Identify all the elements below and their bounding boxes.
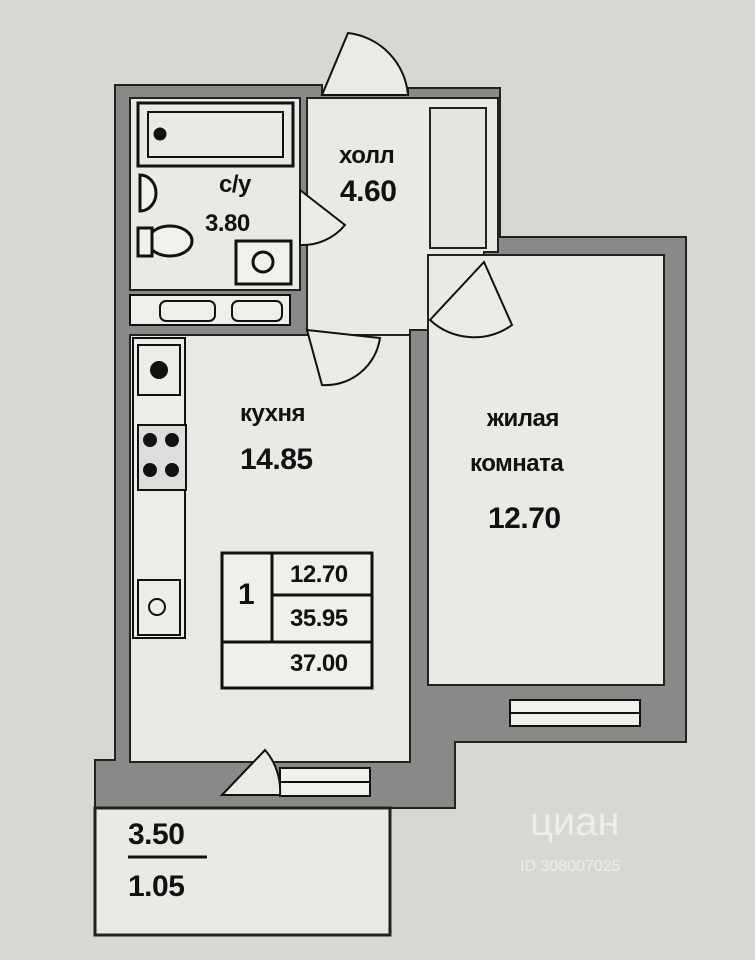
balcony — [93, 806, 392, 937]
summary-living-area: 12.70 — [290, 561, 348, 588]
windows — [279, 699, 641, 797]
bathroom-shelf — [129, 294, 291, 326]
kitchen-name: кухня — [240, 400, 306, 427]
summary-box — [220, 551, 374, 690]
bathtub — [136, 101, 295, 168]
watermark-id: ID 308007025 — [520, 858, 621, 875]
summary-rooms-count: 1 — [238, 578, 255, 611]
doors — [219, 31, 514, 796]
living-name-line2: комната — [470, 450, 564, 477]
bathroom-fixtures — [136, 173, 293, 286]
balcony-area: 3.50 — [128, 818, 185, 851]
kitchen-counter — [132, 337, 187, 639]
summary-total-area: 35.95 — [290, 605, 348, 632]
living-area: 12.70 — [488, 502, 561, 535]
hall-name: холл — [339, 142, 395, 169]
hall-area: 4.60 — [340, 175, 397, 208]
balcony-reduced-area: 1.05 — [128, 870, 185, 903]
summary-total-with-balcony: 37.00 — [290, 650, 348, 677]
hall-closet — [429, 107, 487, 249]
bathroom-name: с/у — [219, 171, 251, 198]
bathroom-area: 3.80 — [205, 210, 250, 237]
kitchen-area: 14.85 — [240, 443, 313, 476]
watermark-brand: циан — [530, 800, 620, 844]
living-name-line1: жилая — [487, 405, 559, 432]
